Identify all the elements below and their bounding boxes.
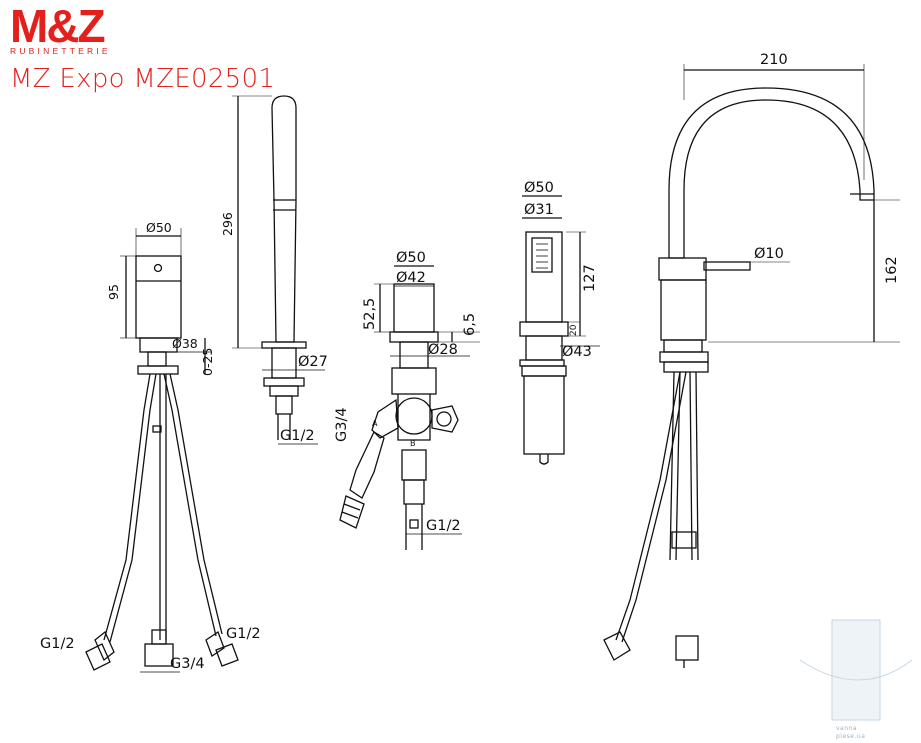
label-shower-d43: Ø43 — [562, 344, 592, 360]
label-diverter-a: A — [372, 419, 378, 428]
side-view-drawing — [603, 64, 900, 668]
label-diverter-h52-5: 52,5 — [362, 298, 378, 330]
label-handle-range: 0-25 — [200, 348, 215, 376]
watermark-line1: vanna — [836, 725, 857, 732]
label-handle-d50: Ø50 — [146, 220, 172, 235]
label-side-d10: Ø10 — [754, 246, 784, 262]
label-diverter-d42: Ø42 — [396, 270, 426, 286]
label-diverter-h6-5: 6,5 — [462, 313, 478, 336]
watermark-line2: piese.ua — [836, 733, 865, 740]
label-shower-h20: 20 — [569, 324, 579, 336]
watermark — [799, 619, 913, 721]
label-hose-g12-right: G1/2 — [226, 626, 261, 642]
label-handle-d38: Ø38 — [172, 336, 198, 351]
shower-drawing — [519, 195, 600, 465]
brand-logo: M&Z RUBINETTERIE — [10, 0, 132, 56]
label-hose-g34: G3/4 — [170, 656, 205, 672]
label-shower-d31: Ø31 — [524, 202, 554, 218]
spout-drawing — [232, 95, 325, 445]
label-side-w210: 210 — [760, 52, 788, 68]
label-diverter-b: B — [410, 439, 416, 448]
label-handle-h95: 95 — [106, 284, 121, 300]
product-title: MZ Expo MZE02501 — [10, 64, 276, 94]
label-spout-g12: G1/2 — [280, 428, 315, 444]
label-hose-g12-left: G1/2 — [40, 636, 75, 652]
label-side-h162: 162 — [884, 256, 900, 284]
label-diverter-d50: Ø50 — [396, 250, 426, 266]
label-diverter-g12: G1/2 — [426, 518, 461, 534]
label-diverter-d28: Ø28 — [428, 342, 458, 358]
label-shower-d50: Ø50 — [524, 180, 554, 196]
brand-tagline: RUBINETTERIE — [10, 46, 111, 56]
brand-name: M&Z — [10, 0, 106, 52]
label-spout-h296: 296 — [220, 212, 235, 236]
label-diverter-g34: G3/4 — [334, 407, 350, 442]
label-shower-h127: 127 — [582, 264, 598, 292]
diverter-drawing — [339, 265, 480, 550]
label-spout-d27: Ø27 — [298, 354, 328, 370]
handle-drawing — [85, 228, 239, 673]
